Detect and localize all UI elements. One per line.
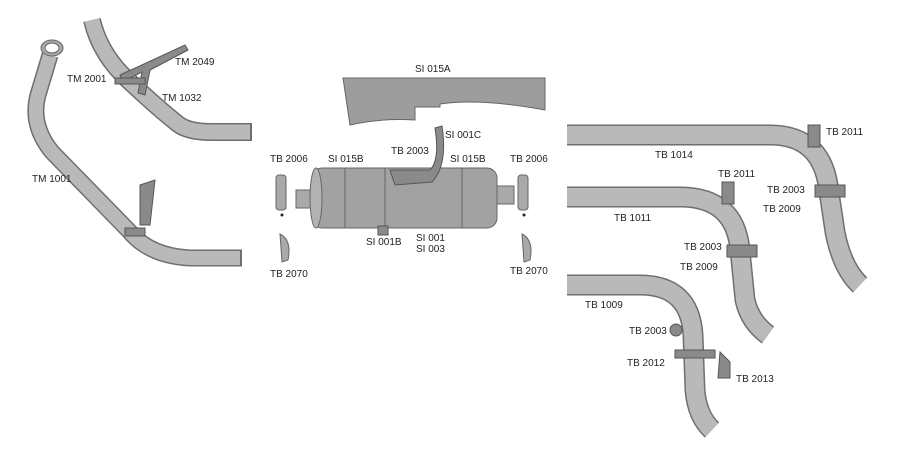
clamp-tb2006-left <box>275 174 287 217</box>
label-si001b: SI 001B <box>366 237 402 248</box>
bracket-tb2013 <box>717 350 731 379</box>
pipe-tb1011 <box>567 181 775 344</box>
label-tm1032: TM 1032 <box>162 93 202 104</box>
clamp-tb2070-left <box>279 233 290 263</box>
muffler-si001 <box>295 125 515 236</box>
label-tb2003-mid: TB 2003 <box>684 242 722 253</box>
label-tb2006-right: TB 2006 <box>510 154 548 165</box>
bracket-si001b <box>377 225 389 236</box>
label-tb2003-low: TB 2003 <box>629 326 667 337</box>
label-tb2009-mid: TB 2009 <box>680 262 718 273</box>
label-tm1001: TM 1001 <box>32 174 72 185</box>
label-tb1011: TB 1011 <box>614 213 651 224</box>
heat-shield-si015a <box>342 77 546 126</box>
label-si015b-left: SI 015B <box>328 154 364 165</box>
label-si001: SI 001 <box>416 233 445 244</box>
pipe-tb1014 <box>567 124 868 293</box>
label-tm2049: TM 2049 <box>175 57 215 68</box>
label-si015a: SI 015A <box>415 64 451 75</box>
label-tb1009: TB 1009 <box>585 300 623 311</box>
label-tb2011-top: TB 2011 <box>826 127 863 138</box>
label-tb2006-left: TB 2006 <box>270 154 308 165</box>
label-tb2070-left: TB 2070 <box>270 269 308 280</box>
clamp-tb2006-right <box>517 174 529 217</box>
clamp-tb2070-right <box>521 233 532 263</box>
label-tb2070-right: TB 2070 <box>510 266 548 277</box>
pipe-tm1032 <box>83 17 252 141</box>
label-si003: SI 003 <box>416 244 445 255</box>
label-tm2001: TM 2001 <box>67 74 107 85</box>
label-tb2012: TB 2012 <box>627 358 665 369</box>
pipe-tb1009 <box>567 274 731 438</box>
bracket-si001c <box>389 125 445 186</box>
label-tb2009-top: TB 2009 <box>763 204 801 215</box>
label-tb2003-muffler: TB 2003 <box>391 146 429 157</box>
label-si001c: SI 001C <box>445 130 481 141</box>
label-tb1014: TB 1014 <box>655 150 693 161</box>
label-si015b-right: SI 015B <box>450 154 486 165</box>
label-tb2003-top: TB 2003 <box>767 185 805 196</box>
label-tb2011-mid: TB 2011 <box>718 169 755 180</box>
bracket-tm1001 <box>139 179 156 226</box>
label-tb2013: TB 2013 <box>736 374 774 385</box>
pipe-tm1001 <box>27 39 242 267</box>
